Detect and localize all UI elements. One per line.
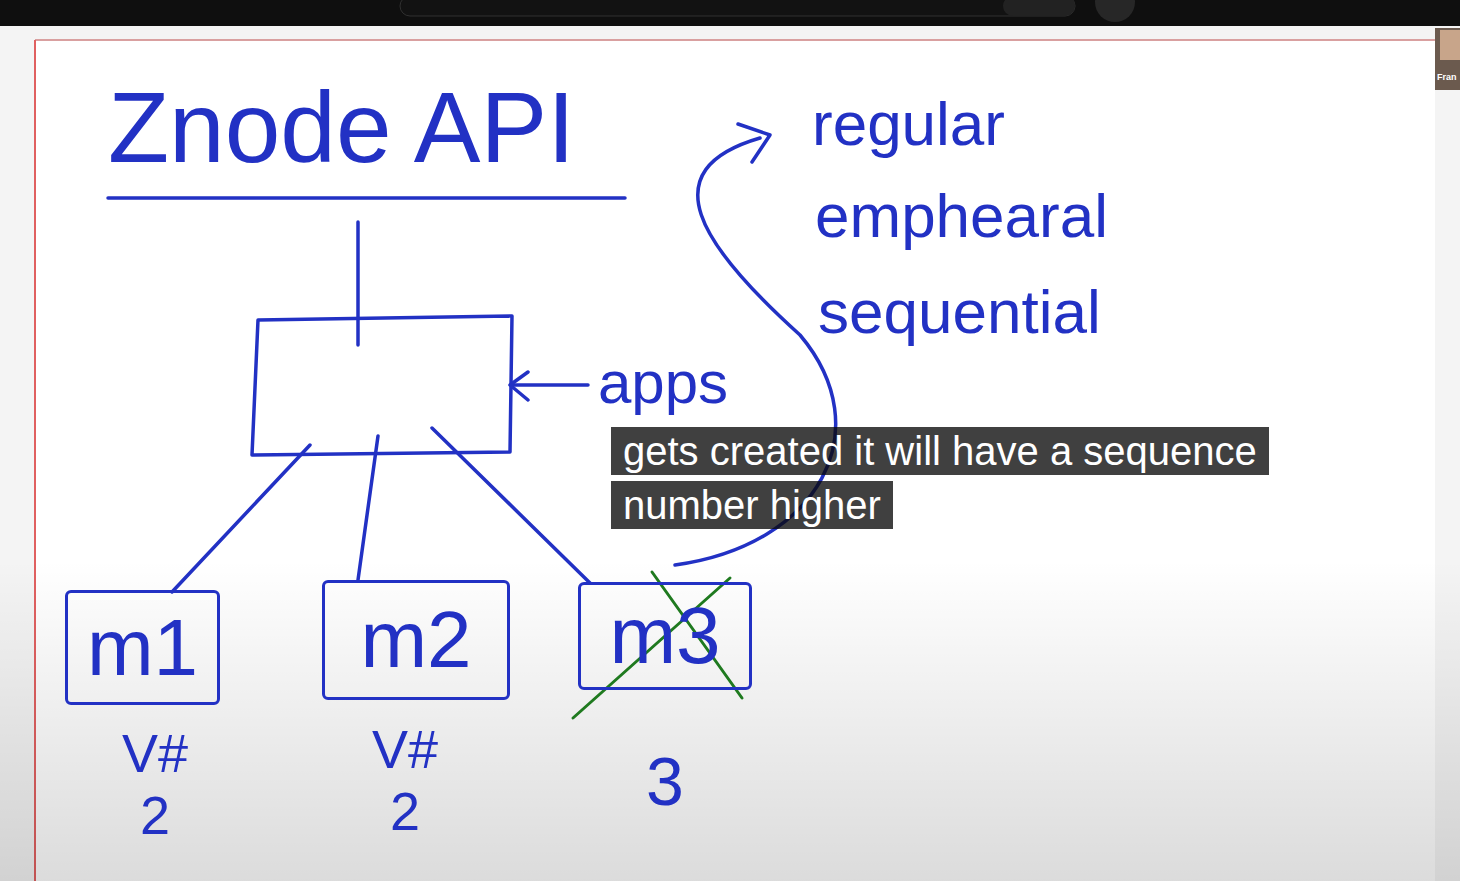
arrow-head	[510, 372, 528, 400]
title: Znode API	[108, 72, 575, 182]
subtitle-caption: gets created it will have a sequence num…	[611, 424, 1346, 532]
child-line	[432, 428, 590, 583]
child-line	[172, 445, 310, 592]
board-label: emphearal	[815, 180, 1108, 251]
node-label: m2	[360, 596, 471, 684]
node-box: m2	[322, 580, 510, 700]
node-label: m1	[87, 604, 198, 692]
node-label: m3	[609, 592, 720, 680]
arrow-head	[738, 124, 770, 162]
apps-arrow	[512, 383, 588, 387]
subtitle-text: gets created it will have a sequence num…	[611, 427, 1269, 529]
cross-out	[573, 578, 730, 718]
board-label: Fran	[1437, 72, 1457, 82]
board-label: regular	[812, 88, 1005, 159]
node-box: m3	[578, 582, 752, 690]
board-label: V# 2	[350, 718, 460, 842]
board-label: sequential	[818, 276, 1101, 347]
child-line	[358, 436, 378, 580]
board-label: 3	[630, 742, 700, 820]
parent-box	[252, 316, 512, 455]
webcam-face	[1440, 30, 1460, 60]
webcam-thumbnail	[1435, 28, 1460, 90]
title-underline	[108, 196, 625, 200]
slide-border	[35, 39, 1435, 41]
mic-button	[1095, 0, 1135, 22]
tree-line	[356, 222, 360, 345]
search-box	[400, 0, 1075, 16]
board-label: V# 2	[100, 722, 210, 846]
video-shade	[0, 560, 1460, 881]
search-button	[1003, 0, 1075, 16]
node-box: m1	[65, 590, 220, 705]
board-label: apps	[598, 348, 728, 417]
